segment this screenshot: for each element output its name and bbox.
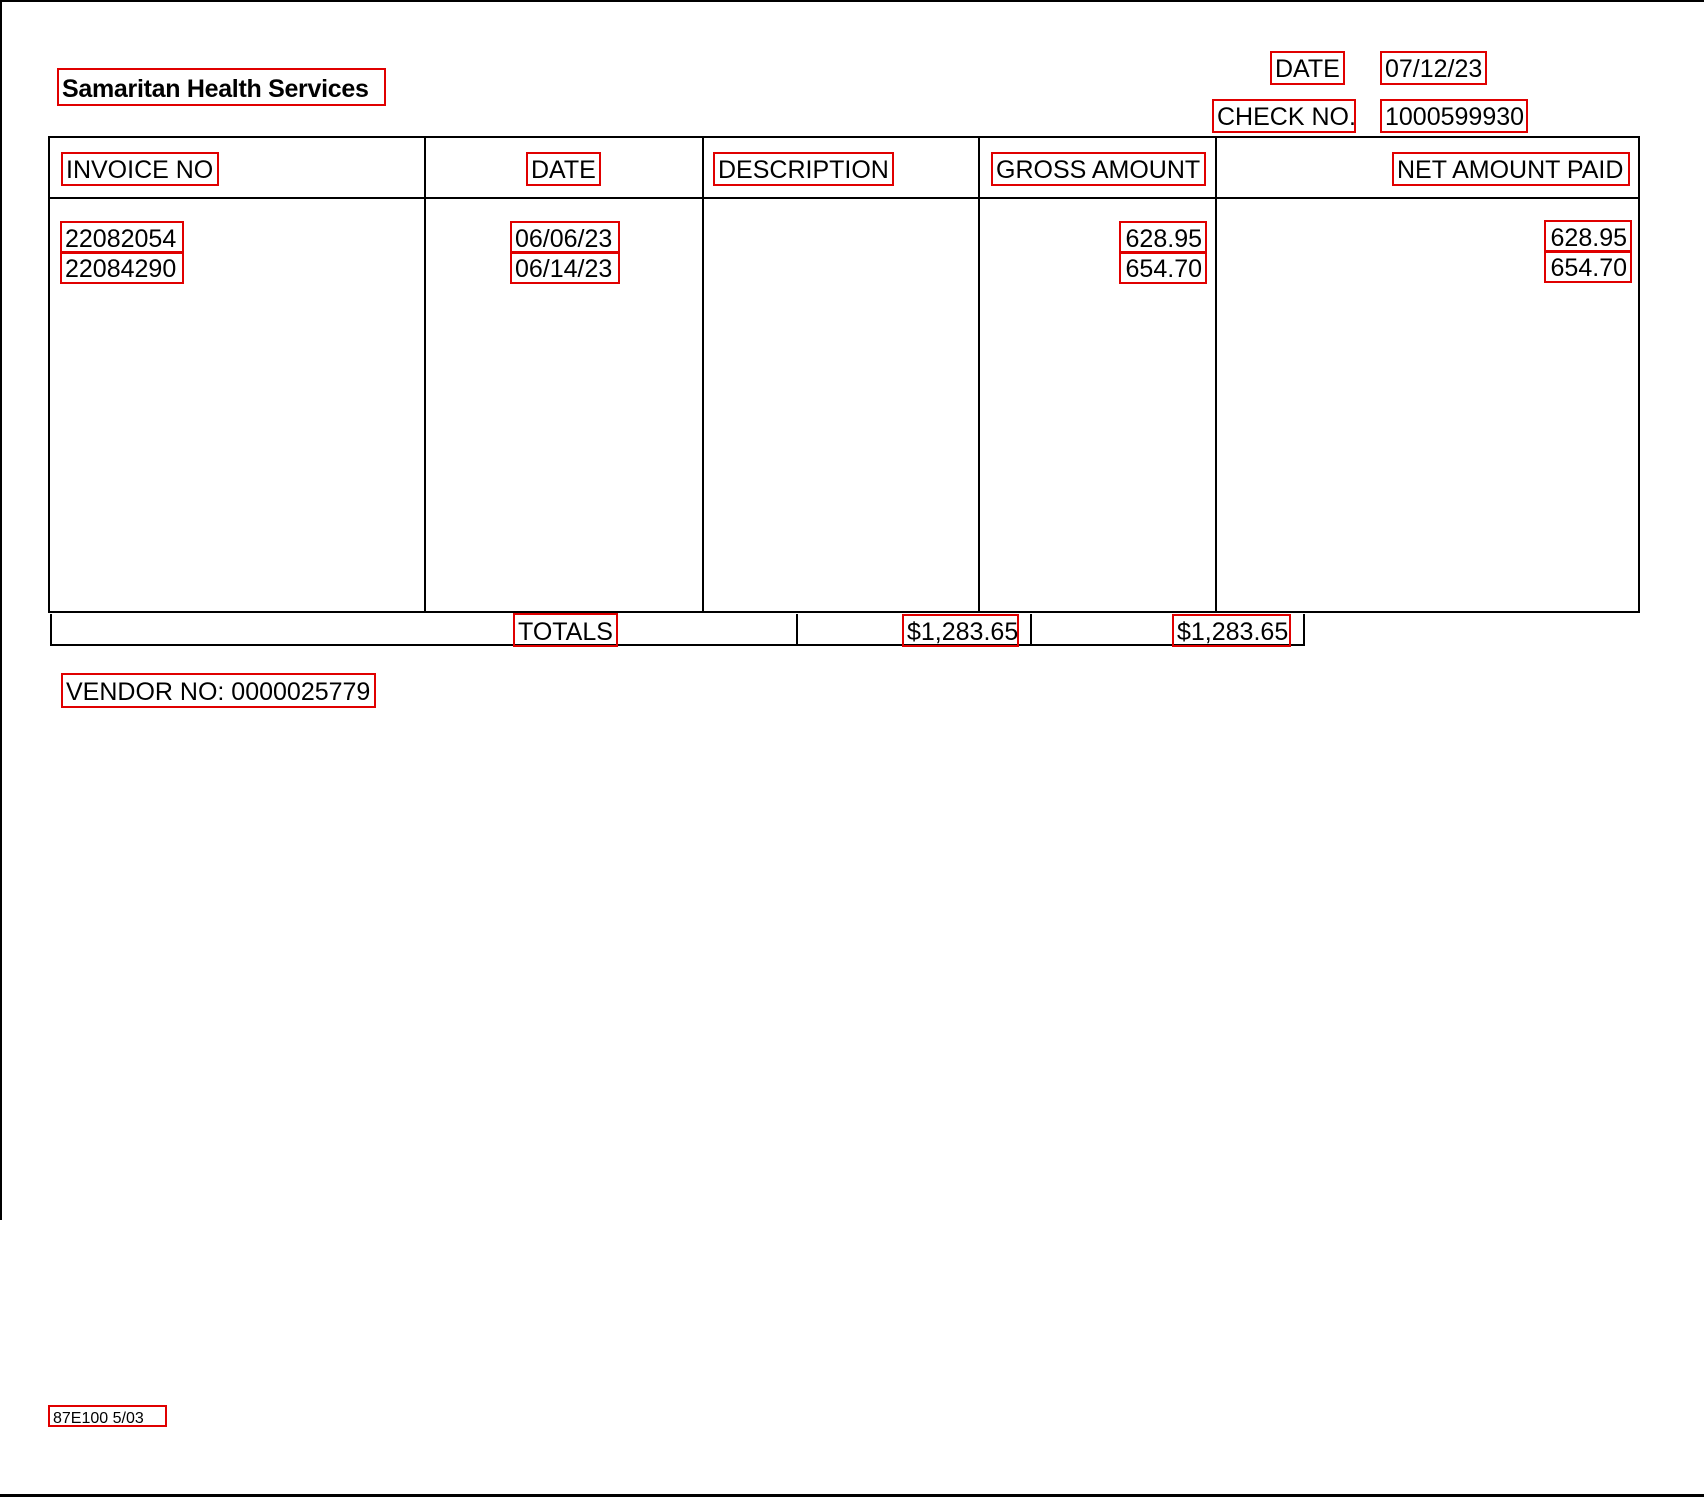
col-header-invoice-no: INVOICE NO: [61, 152, 219, 186]
company-name: Samaritan Health Services: [57, 68, 386, 106]
totals-divider-2: [1030, 614, 1032, 646]
col-divider-2: [702, 136, 704, 613]
col-divider-3: [978, 136, 980, 613]
row2-gross-amount: 654.70: [1119, 251, 1207, 284]
col-header-date: DATE: [526, 152, 601, 186]
scan-left-edge: [0, 0, 2, 1220]
row1-date: 06/06/23: [510, 221, 620, 254]
row1-net-amount: 628.95: [1544, 220, 1632, 253]
col-header-net-amount-paid: NET AMOUNT PAID: [1392, 152, 1630, 186]
total-gross-amount: $1,283.65: [902, 614, 1019, 647]
check-number-label: CHECK NO.: [1212, 99, 1356, 133]
header-date-value: 07/12/23: [1380, 51, 1487, 85]
row1-gross-amount: 628.95: [1119, 221, 1207, 254]
scan-bottom-edge: [0, 1494, 1704, 1497]
form-code: 87E100 5/03: [48, 1405, 167, 1427]
check-number-value: 1000599930: [1380, 99, 1528, 133]
col-header-gross-amount: GROSS AMOUNT: [991, 152, 1206, 186]
scan-top-edge: [0, 0, 1704, 2]
vendor-number: VENDOR NO: 0000025779: [61, 673, 376, 708]
col-divider-4: [1215, 136, 1217, 613]
col-header-description: DESCRIPTION: [713, 152, 894, 186]
total-net-amount: $1,283.65: [1172, 614, 1291, 647]
row1-invoice-no: 22082054: [60, 221, 184, 254]
row2-net-amount: 654.70: [1544, 250, 1632, 283]
table-header-divider: [48, 197, 1640, 199]
totals-divider-1: [796, 614, 798, 646]
row2-date: 06/14/23: [510, 251, 620, 284]
col-divider-1: [424, 136, 426, 613]
totals-row: [50, 614, 1305, 646]
row2-invoice-no: 22084290: [60, 251, 184, 284]
totals-label: TOTALS: [513, 613, 618, 647]
invoice-table: [48, 136, 1640, 613]
header-date-label: DATE: [1270, 51, 1345, 85]
